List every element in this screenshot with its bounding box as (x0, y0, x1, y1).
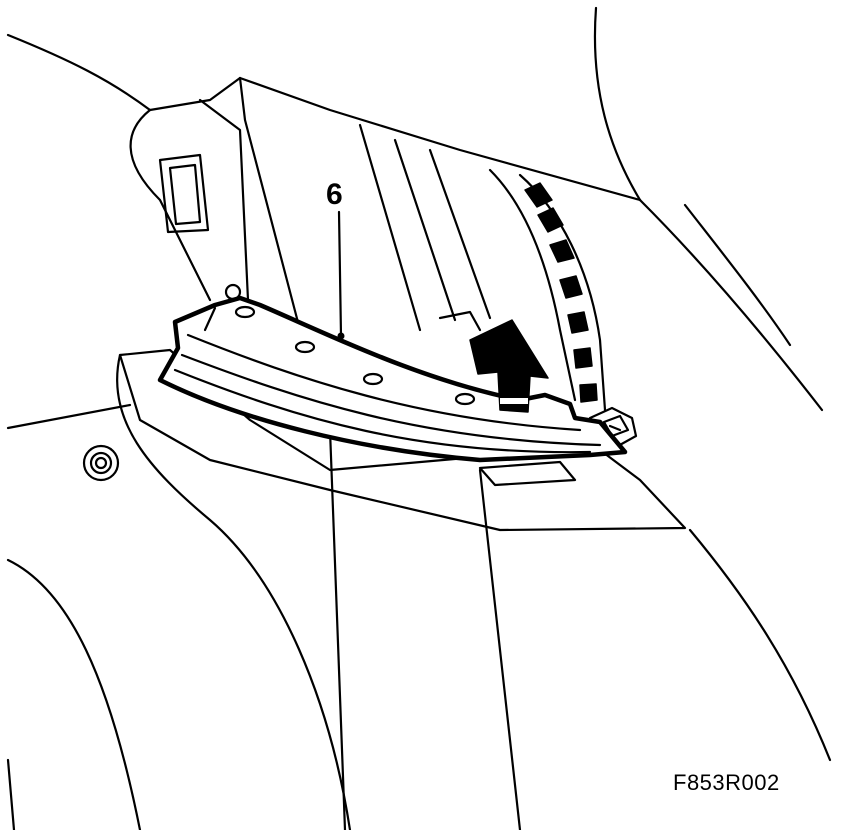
trim-strip-item-6 (157, 283, 628, 463)
callout-leader (337, 210, 345, 340)
upper-trim-panel (158, 76, 492, 332)
lower-trim-panel (118, 348, 687, 830)
seat-belt-webbing (488, 168, 607, 412)
mounting-screw (82, 444, 120, 482)
callout-label-6: 6 (326, 178, 343, 211)
body-contours (6, 6, 832, 830)
figure-code: F853R002 (673, 770, 780, 795)
removal-direction-arrow (469, 319, 549, 413)
